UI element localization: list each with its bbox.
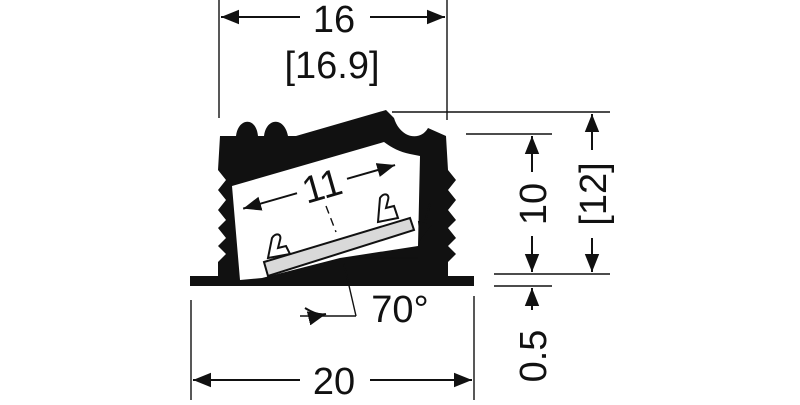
angle-leg [343, 263, 357, 317]
dim-label-10: 10 [513, 183, 555, 225]
dim-label-16-9: [16.9] [284, 45, 379, 87]
led-insert-bar [262, 216, 416, 278]
cover-slot [398, 120, 422, 135]
aluminium-profile [190, 110, 474, 286]
led-clip-right [376, 193, 400, 224]
dim-label-12: [12] [573, 162, 615, 225]
dim-label-16: 16 [313, 0, 355, 41]
dim-label-20: 20 [313, 361, 355, 400]
led-insert [262, 193, 416, 278]
dim-heights: 10 [12] 0.5 [392, 111, 615, 383]
dim-label-0-5: 0.5 [513, 330, 555, 383]
dim-base-width: 20 [190, 296, 475, 403]
center-line [325, 205, 337, 233]
angle-arrow [304, 307, 327, 326]
dim-angle: 70° [300, 203, 432, 331]
dim-top-width: 16 [16.9] [218, 0, 448, 120]
led-clip-left [266, 233, 292, 260]
angle-pointer [417, 203, 432, 241]
dim-label-70: 70° [371, 289, 428, 331]
arrow-11-left [242, 192, 298, 211]
arrow-11-right [346, 163, 396, 180]
